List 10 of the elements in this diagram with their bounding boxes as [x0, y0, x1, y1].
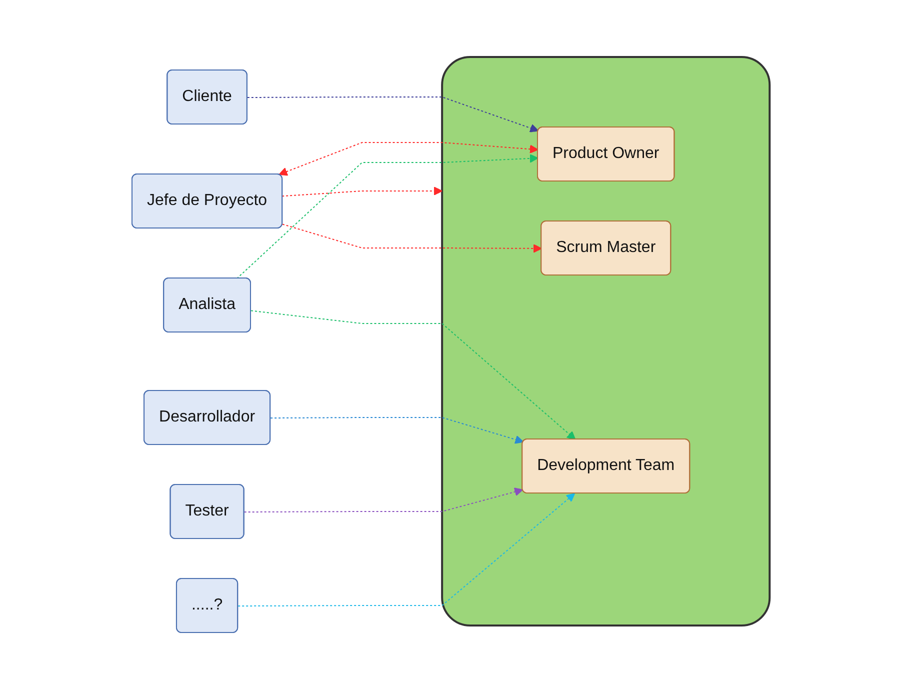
arrow	[278, 142, 539, 176]
arrow	[236, 154, 539, 279]
arrow	[247, 96, 539, 132]
cluster	[441, 56, 771, 626]
arrow	[282, 223, 542, 253]
arrow	[244, 487, 524, 512]
arrow	[250, 310, 576, 440]
arrow	[238, 492, 576, 606]
arrow	[270, 416, 524, 444]
arrow	[282, 186, 443, 196]
